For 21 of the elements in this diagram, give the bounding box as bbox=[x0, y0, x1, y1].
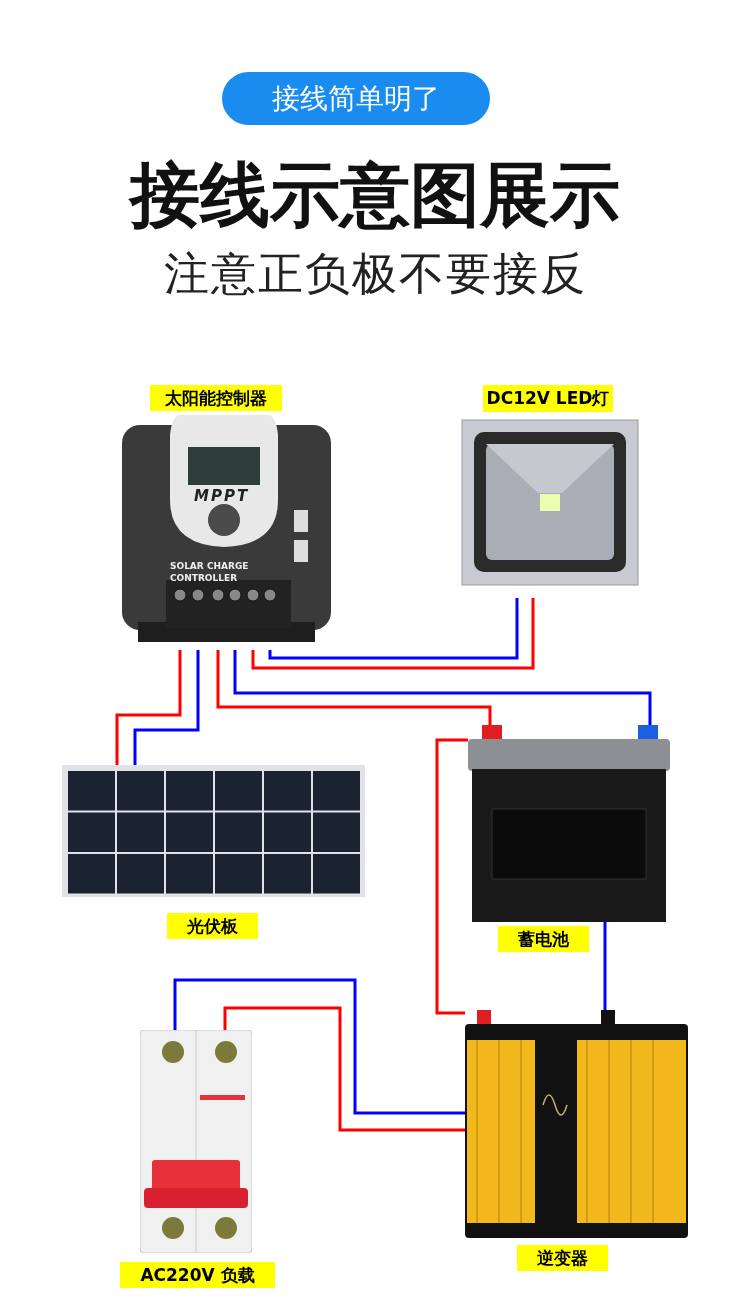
wire bbox=[435, 738, 468, 1015]
wire bbox=[223, 1006, 465, 1132]
device-print: SOLAR CHARGE CONTROLLER bbox=[170, 560, 250, 584]
wire bbox=[115, 650, 182, 765]
device-label: 蓄电池 bbox=[498, 926, 589, 952]
subtitle: 注意正负极不要接反 bbox=[162, 246, 588, 302]
wire bbox=[173, 978, 465, 1115]
device-print: MPPT bbox=[194, 488, 250, 504]
device-label: 逆变器 bbox=[517, 1245, 608, 1271]
title: 接线示意图展示 bbox=[127, 153, 621, 238]
wire bbox=[251, 598, 535, 670]
wire bbox=[233, 650, 652, 725]
wire bbox=[603, 922, 607, 1010]
heading-pill: 接线简单明了 bbox=[222, 72, 490, 125]
device-label: DC12V LED灯 bbox=[483, 385, 613, 412]
device-label: 太阳能控制器 bbox=[150, 385, 282, 411]
device-label: 光伏板 bbox=[167, 913, 258, 939]
wire bbox=[268, 598, 519, 660]
wire bbox=[133, 650, 200, 765]
wire bbox=[216, 650, 492, 725]
device-label: AC220V 负载 bbox=[120, 1262, 275, 1288]
